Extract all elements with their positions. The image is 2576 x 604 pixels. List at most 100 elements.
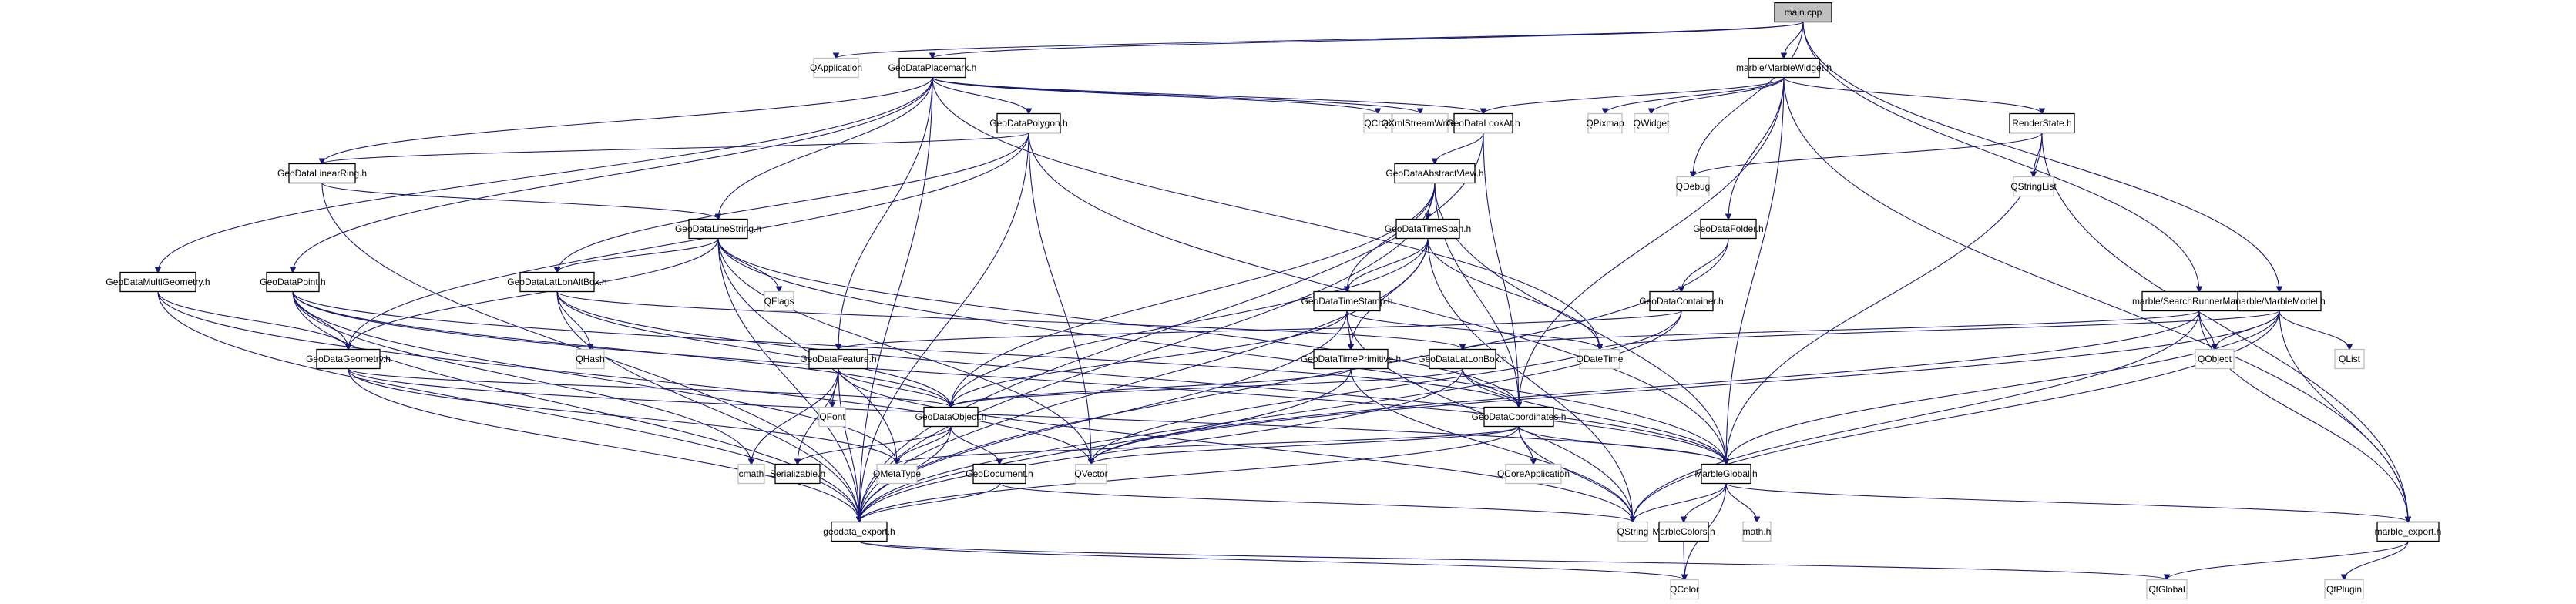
node-label-folder: GeoDataFolder.h	[1693, 223, 1763, 234]
node-coordinates[interactable]: GeoDataCoordinates.h	[1472, 406, 1567, 428]
node-timestamp[interactable]: GeoDataTimeStamp.h	[1301, 290, 1393, 312]
edge-marbleexport-to-qtplugin	[2344, 541, 2409, 580]
node-label-qlist: QList	[2339, 354, 2361, 364]
node-label-qstringlist: QStringList	[2010, 181, 2057, 192]
node-geodataexport[interactable]: geodata_export.h	[823, 521, 895, 542]
node-placemark[interactable]: GeoDataPlacemark.h	[888, 57, 977, 79]
edge-marblemodel-to-qstring	[1633, 310, 2280, 522]
node-marbleexport[interactable]: marble_export.h	[2375, 521, 2442, 542]
edge-main-to-searchrunner	[1802, 22, 2199, 292]
edge-feature-to-cmath	[751, 368, 839, 465]
edge-linestring-to-qmetatype	[717, 238, 897, 465]
node-renderstate[interactable]: RenderState.h	[2009, 112, 2075, 134]
node-label-renderstate: RenderState.h	[2012, 118, 2071, 129]
edge-geodocument-to-geodataexport	[859, 483, 1000, 522]
edge-lookat-to-coordinates	[1483, 133, 1519, 408]
edge-renderstate-to-marbleglobal	[1726, 133, 2043, 465]
node-point[interactable]: GeoDataPoint.h	[260, 271, 326, 293]
node-box-object	[923, 406, 979, 428]
node-marbleglobal[interactable]: MarbleGlobal.h	[1694, 463, 1758, 485]
node-label-qfont: QFont	[819, 411, 845, 422]
node-container[interactable]: GeoDataContainer.h	[1639, 290, 1724, 312]
edge-marblewidget-to-qwidget	[1651, 77, 1785, 114]
edge-marblewidget-to-coordinates	[1519, 77, 1785, 408]
node-label-object: GeoDataObject.h	[915, 411, 987, 422]
node-box-qxmlstreamwriter	[1392, 112, 1449, 134]
edge-geodataexport-to-qcolor	[858, 541, 1684, 580]
node-latlonaltbox[interactable]: GeoDataLatLonAltBox.h	[507, 271, 607, 293]
node-timeprimitive[interactable]: GeoDataTimePrimitive.h	[1301, 348, 1401, 370]
node-qcolor: QColor	[1670, 579, 1699, 600]
node-geometry[interactable]: GeoDataGeometry.h	[306, 348, 391, 370]
node-qtplugin: QtPlugin	[2324, 579, 2364, 600]
node-label-serializable: Serializable.h	[770, 468, 825, 479]
edge-timespan-to-timestamp	[1347, 238, 1429, 292]
node-label-qvector: QVector	[1074, 468, 1107, 479]
edge-placemark-to-polygon	[932, 77, 1029, 114]
node-box-marblewidget	[1748, 57, 1820, 79]
node-box-marbleexport	[2376, 521, 2440, 542]
node-box-qflags	[764, 290, 794, 312]
edge-timespan-to-qstring	[1427, 238, 1633, 522]
node-label-qtglobal: QtGlobal	[2148, 584, 2185, 595]
node-marblewidget[interactable]: marble/MarbleWidget.h	[1736, 57, 1832, 79]
node-latlonbox[interactable]: GeoDataLatLonBox.h	[1418, 348, 1507, 370]
node-box-lookat	[1453, 112, 1513, 134]
node-feature[interactable]: GeoDataFeature.h	[800, 348, 877, 370]
edge-latlonbox-to-marbleglobal	[1462, 368, 1726, 465]
edge-container-to-geodataexport	[859, 310, 1682, 522]
node-box-multigeometry	[119, 271, 196, 293]
node-serializable[interactable]: Serializable.h	[770, 463, 825, 485]
node-label-marblewidget: marble/MarbleWidget.h	[1736, 62, 1832, 73]
node-abstractview[interactable]: GeoDataAbstractView.h	[1385, 163, 1484, 184]
edge-point-to-qmetatype	[292, 291, 897, 465]
node-box-polygon	[996, 112, 1061, 134]
node-label-qchar: QChar	[1364, 118, 1391, 129]
node-object[interactable]: GeoDataObject.h	[915, 406, 987, 428]
node-box-qchar	[1363, 112, 1392, 134]
node-box-geodataexport	[831, 521, 888, 542]
node-qfont: QFont	[818, 406, 846, 428]
node-polygon[interactable]: GeoDataPolygon.h	[989, 112, 1068, 134]
node-main[interactable]: main.cpp	[1774, 2, 1832, 23]
edge-main-to-qdebug	[1693, 22, 1804, 177]
node-label-geometry: GeoDataGeometry.h	[306, 354, 391, 364]
node-timespan[interactable]: GeoDataTimeSpan.h	[1385, 218, 1471, 240]
node-geodocument[interactable]: GeoDocument.h	[966, 463, 1033, 485]
node-marblemodel[interactable]: marble/MarbleModel.h	[2233, 290, 2326, 312]
edge-renderstate-to-qdebug	[1693, 133, 2043, 177]
node-box-qdebug	[1676, 176, 1710, 197]
node-searchrunner[interactable]: marble/SearchRunnerManager.h	[2132, 290, 2266, 312]
edge-linestring-to-geodataexport	[717, 238, 859, 522]
edge-placemark-to-feature	[838, 77, 933, 350]
node-label-qxmlstreamwriter: QXmlStreamWriter	[1382, 118, 1459, 129]
edge-timeprimitive-to-object	[951, 368, 1352, 408]
node-label-qobject: QObject	[2198, 354, 2232, 364]
edge-main-to-placemark	[932, 22, 1804, 59]
edge-linestring-to-qvector	[717, 238, 1091, 465]
edge-placemark-to-multigeometry	[158, 77, 933, 273]
node-qpixmap: QPixmap	[1586, 112, 1624, 134]
node-label-geodocument: GeoDocument.h	[966, 468, 1033, 479]
edge-object-to-geodocument	[950, 426, 999, 465]
node-marblecolors[interactable]: MarbleColors.h	[1652, 521, 1715, 542]
node-label-abstractview: GeoDataAbstractView.h	[1385, 168, 1483, 179]
edge-lookat-to-abstractview	[1435, 133, 1484, 164]
node-box-mathh	[1742, 521, 1772, 542]
node-box-qtplugin	[2324, 579, 2364, 600]
edge-marbleglobal-to-marblecolors	[1684, 483, 1727, 522]
node-label-container: GeoDataContainer.h	[1639, 296, 1723, 307]
edge-marblemodel-to-qdatetime	[1600, 310, 2280, 350]
node-box-marbleglobal	[1701, 463, 1751, 485]
node-qdebug: QDebug	[1676, 176, 1710, 197]
node-multigeometry[interactable]: GeoDataMultiGeometry.h	[106, 271, 210, 293]
node-box-qfont	[818, 406, 846, 428]
node-lookat[interactable]: GeoDataLookAt.h	[1446, 112, 1520, 134]
node-qcoreapplication: QCoreApplication	[1497, 463, 1570, 485]
node-folder[interactable]: GeoDataFolder.h	[1693, 218, 1764, 240]
node-linestring[interactable]: GeoDataLineString.h	[675, 218, 761, 240]
node-box-qhash	[576, 348, 605, 370]
node-box-latlonaltbox	[519, 271, 595, 293]
node-linearring[interactable]: GeoDataLinearRing.h	[277, 163, 367, 184]
edge-polygon-to-latlonaltbox	[557, 133, 1029, 273]
